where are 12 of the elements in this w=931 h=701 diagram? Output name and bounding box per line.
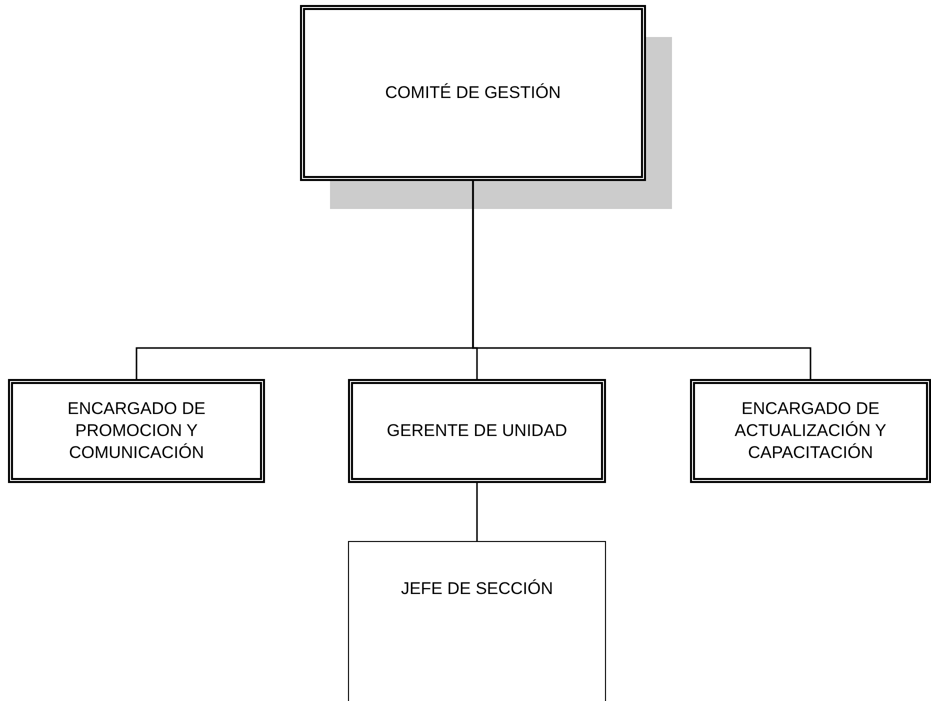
box-label: GERENTE DE UNIDAD: [386, 420, 568, 442]
org-box: [348, 541, 606, 701]
connector-line: [472, 181, 812, 379]
box-label: JEFE DE SECCIÓN: [400, 578, 554, 600]
box-label: COMITÉ DE GESTIÓN: [385, 82, 561, 104]
connector-line: [476, 483, 478, 541]
org-box: [300, 5, 646, 181]
org-box: [8, 379, 265, 483]
box-label: ENCARGADO DE PROMOCION Y COMUNICACIÓN: [66, 398, 206, 464]
box-label: ENCARGADO DE ACTUALIZACIÓN Y CAPACITACIÓN: [734, 398, 888, 464]
org-box: [690, 379, 931, 483]
org-box: [348, 379, 606, 483]
